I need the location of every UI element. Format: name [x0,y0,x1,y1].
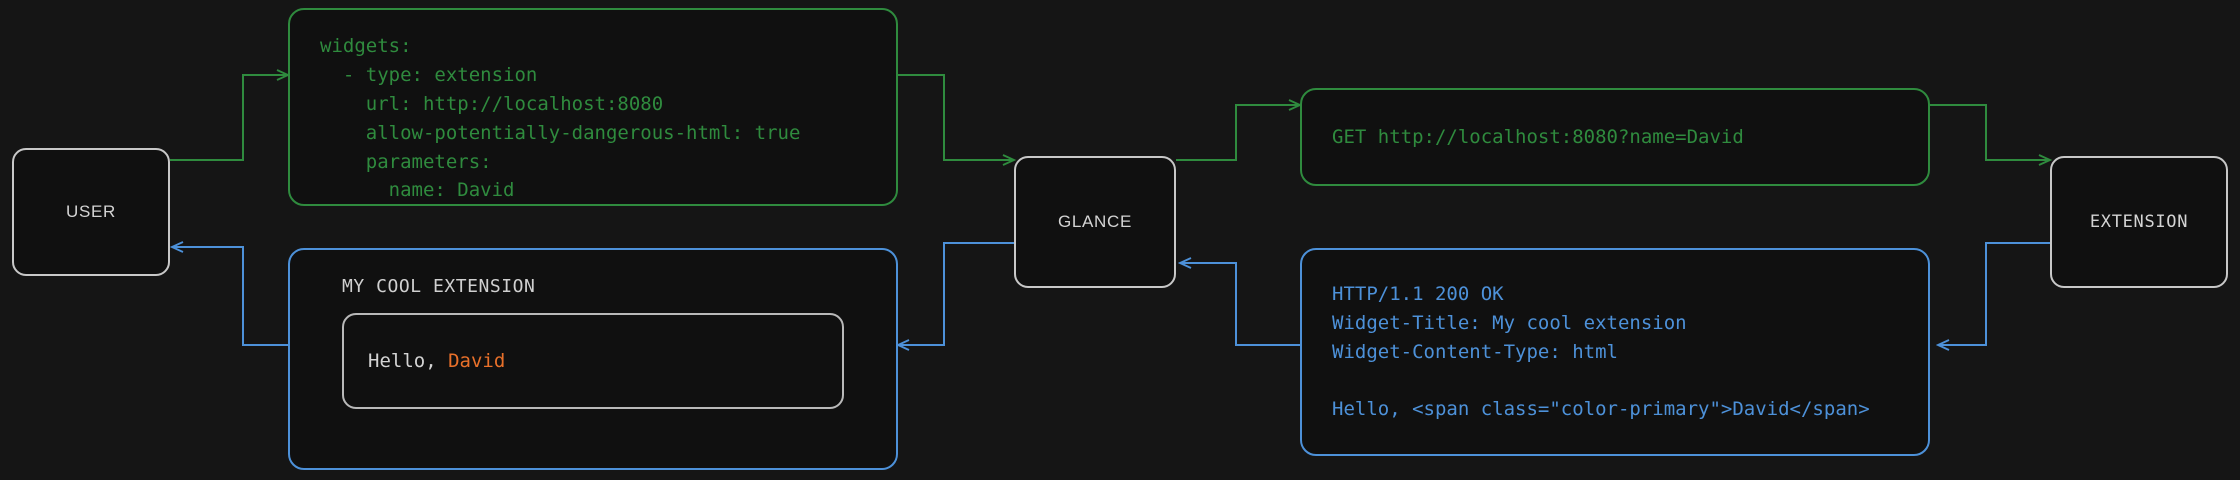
edge-glance-to-widget [898,242,1014,345]
edge-request-to-extension [1930,104,2050,160]
greeting-prefix: Hello, [368,350,449,372]
config-yaml-code: widgets: - type: extension url: http://l… [320,35,801,202]
node-extension-label: EXTENSION [2089,212,2189,232]
panel-config-yaml: widgets: - type: extension url: http://l… [288,8,898,206]
node-extension[interactable]: EXTENSION [2050,156,2228,288]
edge-user-to-config [170,75,288,161]
rendered-widget-body: Hello, David [342,313,844,409]
node-glance[interactable]: GLANCE [1014,156,1176,288]
rendered-widget-title: MY COOL EXTENSION [342,276,536,297]
http-response-code: HTTP/1.1 200 OK Widget-Title: My cool ex… [1332,282,1870,421]
panel-rendered-widget: MY COOL EXTENSION Hello, David [288,248,898,470]
node-glance-label: GLANCE [1058,212,1132,231]
node-user[interactable]: USER [12,148,170,276]
panel-http-request: GET http://localhost:8080?name=David [1300,88,1930,186]
edge-response-to-glance [1180,263,1300,346]
panel-http-response: HTTP/1.1 200 OK Widget-Title: My cool ex… [1300,248,1930,456]
node-user-label: USER [66,202,116,221]
edge-extension-to-response [1938,242,2050,345]
edge-widget-to-user [172,247,288,346]
rendered-widget-greeting: Hello, David [368,350,505,372]
greeting-accent-name: David [448,350,506,372]
edge-config-to-glance [898,74,1014,160]
edge-glance-to-request [1176,105,1300,161]
http-request-code: GET http://localhost:8080?name=David [1332,125,1744,148]
